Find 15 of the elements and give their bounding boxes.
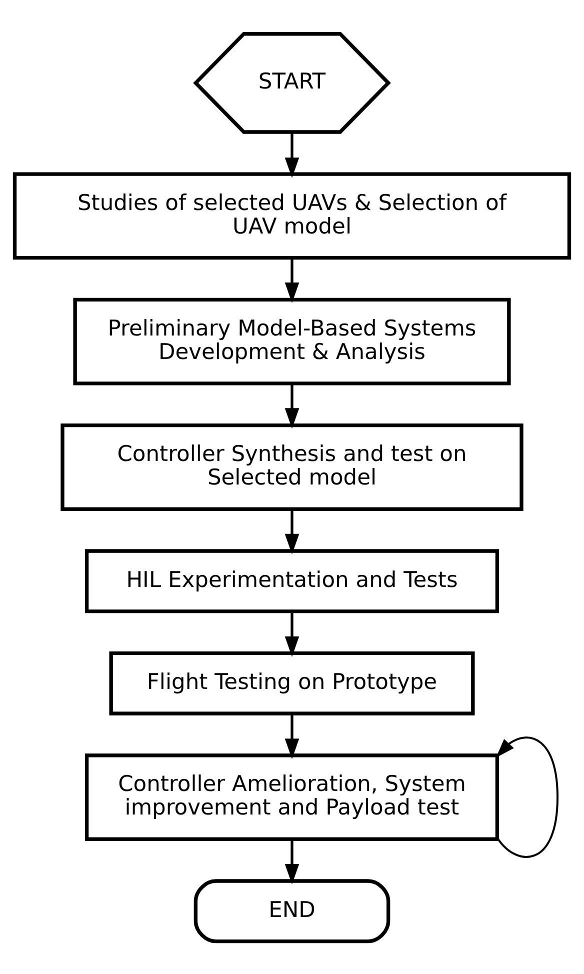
arrow — [284, 610, 300, 656]
node-box: Studies of selected UAVs & Selection of UAV model — [12, 172, 572, 260]
arrow — [284, 838, 300, 884]
node-box: HIL Experimentation and Tests — [84, 548, 500, 613]
arrow — [496, 736, 559, 858]
node-box: END — [194, 878, 390, 943]
node-box: Preliminary Model-Based Systems Development & Analysis — [73, 297, 511, 385]
node-box: Controller Amelioration, System improvement and Payload test — [84, 753, 500, 840]
arrow — [284, 258, 300, 302]
arrow — [284, 714, 300, 759]
arrow — [284, 132, 300, 178]
node-box: Controller Synthesis and test on Selected model — [60, 423, 524, 510]
arrow — [284, 383, 300, 428]
node-box: Flight Testing on Prototype — [109, 650, 475, 715]
arrow — [284, 508, 300, 554]
